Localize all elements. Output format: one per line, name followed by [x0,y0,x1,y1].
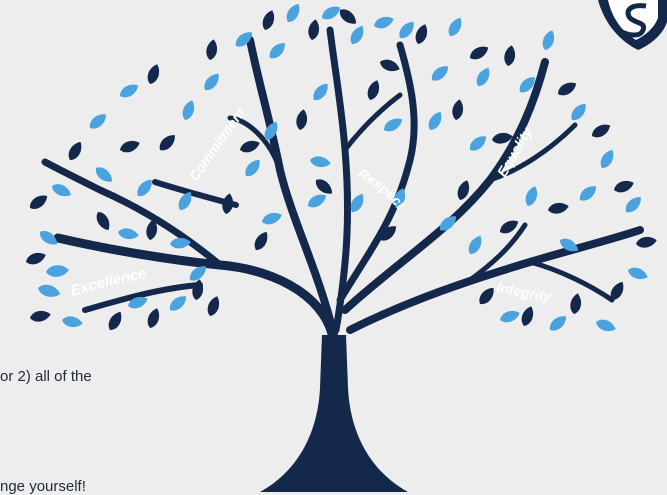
shield-logo-icon [598,0,667,50]
value-label-commitment: Commitment [185,103,249,183]
text-fragment-2: nge yourself! [0,478,86,495]
text-fragment-1: or 2) all of the [0,368,92,385]
tree-trunk [260,335,408,492]
value-label-integrity: Integrity [495,279,554,305]
